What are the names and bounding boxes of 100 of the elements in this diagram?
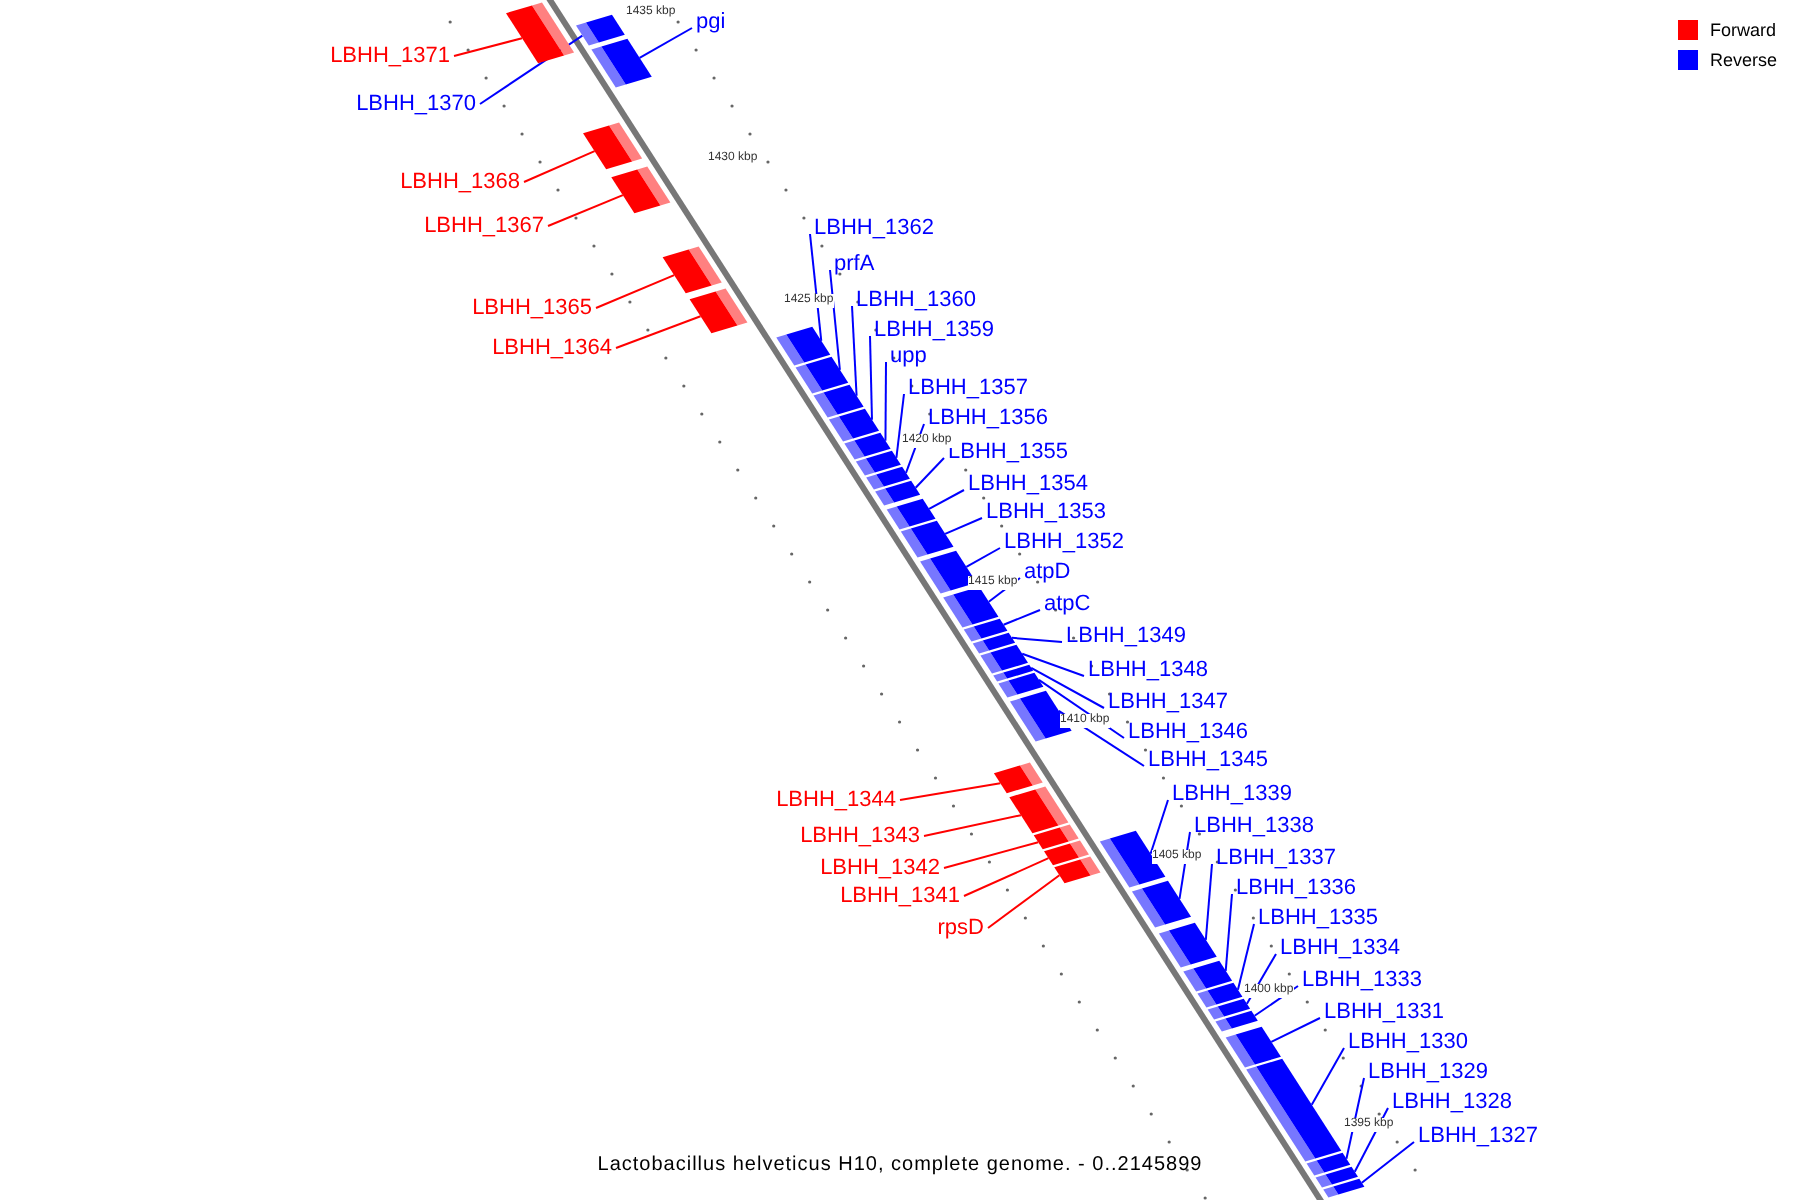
gene-block bbox=[844, 432, 891, 460]
leader-line bbox=[547, 194, 624, 227]
gene-label: LBHH_1354 bbox=[968, 471, 1088, 497]
gene-label: LBHH_1371 bbox=[330, 43, 450, 69]
gene-block bbox=[1054, 856, 1101, 884]
gene-label: LBHH_1329 bbox=[1368, 1059, 1488, 1085]
gene-block bbox=[828, 408, 880, 442]
gene-label: LBHH_1341 bbox=[840, 883, 960, 909]
gene-label: LBHH_1357 bbox=[908, 375, 1028, 401]
gene-block bbox=[662, 246, 722, 294]
gene-block bbox=[813, 384, 864, 418]
gene-label: LBHH_1338 bbox=[1194, 813, 1314, 839]
leader-line bbox=[963, 857, 1050, 897]
gene-block bbox=[886, 498, 936, 530]
gene-block bbox=[1044, 840, 1089, 866]
gene-label: LBHH_1344 bbox=[776, 787, 896, 813]
gene-block bbox=[1131, 880, 1192, 928]
gene-label: LBHH_1327 bbox=[1418, 1123, 1538, 1149]
leader-line bbox=[1149, 799, 1169, 855]
gene-label: LBHH_1368 bbox=[400, 169, 520, 195]
gene-block bbox=[900, 520, 954, 558]
gene-label: prfA bbox=[834, 251, 875, 277]
legend-label: Forward bbox=[1710, 18, 1777, 42]
gene-label: rpsD bbox=[937, 915, 984, 941]
gene-block bbox=[972, 632, 1016, 654]
leader-line bbox=[1345, 1077, 1365, 1160]
gene-block bbox=[1323, 1178, 1365, 1198]
gene-block bbox=[943, 586, 999, 628]
gene-block bbox=[963, 618, 1008, 642]
gene-block bbox=[1246, 1058, 1342, 1162]
leader-line bbox=[943, 841, 1040, 869]
gene-block bbox=[998, 672, 1044, 698]
leader-line bbox=[851, 305, 858, 397]
gene-label: LBHH_1331 bbox=[1324, 999, 1444, 1025]
gene-label: LBHH_1367 bbox=[424, 213, 544, 239]
gene-block bbox=[1183, 960, 1233, 992]
gene-label: LBHH_1335 bbox=[1258, 905, 1378, 931]
gene-label: LBHH_1347 bbox=[1108, 689, 1228, 715]
gene-block bbox=[689, 288, 748, 334]
gene-label: LBHH_1365 bbox=[472, 295, 592, 321]
gene-label: LBHH_1339 bbox=[1172, 781, 1292, 807]
gene-label: LBHH_1370 bbox=[356, 91, 476, 117]
leader-line bbox=[1360, 1141, 1415, 1184]
gene-block bbox=[1197, 982, 1243, 1008]
gene-block bbox=[1225, 1026, 1281, 1068]
gene-block bbox=[1315, 1166, 1358, 1188]
leader-line bbox=[1270, 1017, 1321, 1043]
gene-label: LBHH_1328 bbox=[1392, 1089, 1512, 1115]
gene-block bbox=[993, 762, 1043, 794]
gene-block bbox=[855, 450, 901, 476]
leader-line bbox=[453, 37, 524, 57]
leader-line bbox=[615, 315, 702, 349]
leader-line bbox=[884, 361, 887, 442]
leader-line bbox=[1204, 863, 1213, 941]
gene-block bbox=[875, 480, 921, 506]
gene-block bbox=[795, 356, 849, 394]
gene-label: LBHH_1362 bbox=[814, 215, 934, 241]
gene-label: upp bbox=[890, 343, 927, 369]
leader-line bbox=[1030, 666, 1105, 709]
gene-block bbox=[611, 166, 671, 214]
leader-line bbox=[1236, 923, 1255, 991]
leader-line bbox=[965, 547, 1001, 568]
gene-label: LBHH_1359 bbox=[874, 317, 994, 343]
gene-label: LBHH_1355 bbox=[948, 439, 1068, 465]
gene-label: LBHH_1360 bbox=[856, 287, 976, 313]
gene-block bbox=[1306, 1152, 1351, 1176]
leader-line bbox=[944, 517, 983, 535]
gene-block bbox=[1158, 922, 1217, 968]
leader-line bbox=[895, 393, 905, 459]
leader-line bbox=[923, 814, 1022, 837]
leader-line bbox=[1224, 893, 1233, 972]
leader-line bbox=[1021, 652, 1085, 677]
gene-block bbox=[993, 664, 1034, 682]
gene-label: LBHH_1353 bbox=[986, 499, 1106, 525]
caption: Lactobacillus helveticus H10, complete genome. - 0..2145899 bbox=[595, 1154, 1205, 1176]
gene-label: pgi bbox=[696, 9, 726, 35]
gene-label: LBHH_1352 bbox=[1004, 529, 1124, 555]
gene-label: LBHH_1348 bbox=[1088, 657, 1208, 683]
leader-line bbox=[914, 457, 945, 489]
leader-line bbox=[1002, 609, 1041, 626]
leader-line bbox=[1310, 1047, 1345, 1106]
gene-label: LBHH_1343 bbox=[800, 823, 920, 849]
gene-label: LBHH_1333 bbox=[1302, 967, 1422, 993]
gene-block bbox=[1009, 786, 1069, 834]
gene-label: LBHH_1342 bbox=[820, 855, 940, 881]
gene-block bbox=[576, 14, 625, 46]
leader-line bbox=[809, 233, 823, 342]
gene-label: LBHH_1334 bbox=[1280, 935, 1400, 961]
leader-line bbox=[869, 335, 873, 421]
gene-block bbox=[591, 38, 652, 88]
gene-block bbox=[1207, 998, 1251, 1020]
gene-label: LBHH_1364 bbox=[492, 335, 612, 361]
gene-label: LBHH_1356 bbox=[928, 405, 1048, 431]
gene-label: LBHH_1330 bbox=[1348, 1029, 1468, 1055]
leader-line bbox=[1010, 636, 1063, 643]
gene-block bbox=[506, 2, 575, 64]
gene-label: LBHH_1337 bbox=[1216, 845, 1336, 871]
leader-line bbox=[1178, 831, 1191, 900]
gene-label: atpD bbox=[1024, 559, 1071, 585]
leader-line bbox=[928, 489, 965, 510]
